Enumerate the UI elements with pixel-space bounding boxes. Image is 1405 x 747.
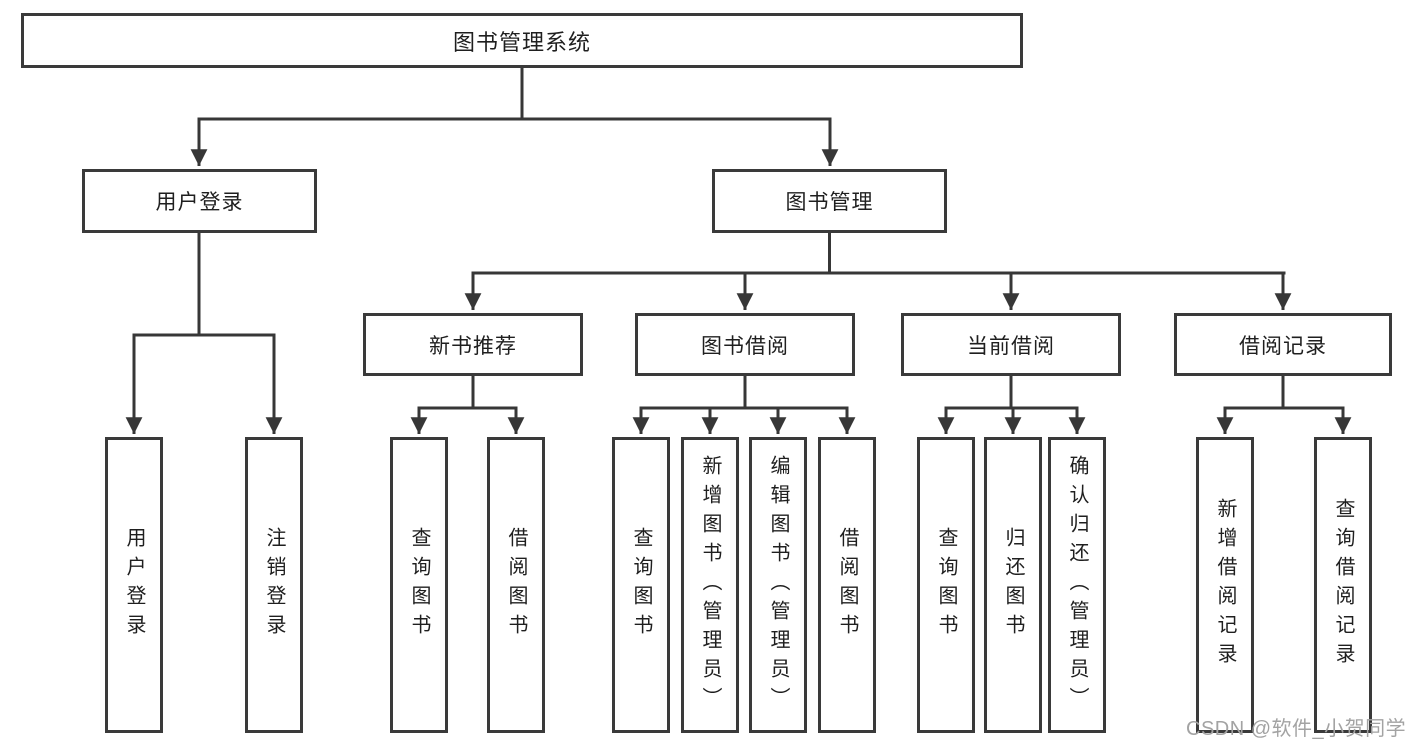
watermark: CSDN @软件_小贺同学 <box>1186 718 1405 740</box>
leaf-logout: 注销登录 <box>245 437 303 733</box>
node-borrowing-records: 借阅记录 <box>1174 313 1392 376</box>
leaf-add-book-admin: 新增图书（管理员） <box>681 437 739 733</box>
leaf-edit-book-admin: 编辑图书（管理员） <box>749 437 807 733</box>
node-library-management-system: 图书管理系统 <box>21 13 1023 68</box>
node-book-borrowing: 图书借阅 <box>635 313 855 376</box>
leaf-query-books-borrowing: 查询图书 <box>612 437 670 733</box>
leaf-borrow-books-borrowing: 借阅图书 <box>818 437 876 733</box>
leaf-borrow-books-recommend: 借阅图书 <box>487 437 545 733</box>
leaf-user-login: 用户登录 <box>105 437 163 733</box>
node-new-book-recommend: 新书推荐 <box>363 313 583 376</box>
leaf-query-books-current: 查询图书 <box>917 437 975 733</box>
node-current-borrowing: 当前借阅 <box>901 313 1121 376</box>
leaf-confirm-return-admin: 确认归还（管理员） <box>1048 437 1106 733</box>
node-book-management: 图书管理 <box>712 169 947 233</box>
leaf-query-books-recommend: 查询图书 <box>390 437 448 733</box>
leaf-add-borrow-record: 新增借阅记录 <box>1196 437 1254 733</box>
leaf-query-borrow-record: 查询借阅记录 <box>1314 437 1372 733</box>
leaf-return-book: 归还图书 <box>984 437 1042 733</box>
node-user-login: 用户登录 <box>82 169 317 233</box>
